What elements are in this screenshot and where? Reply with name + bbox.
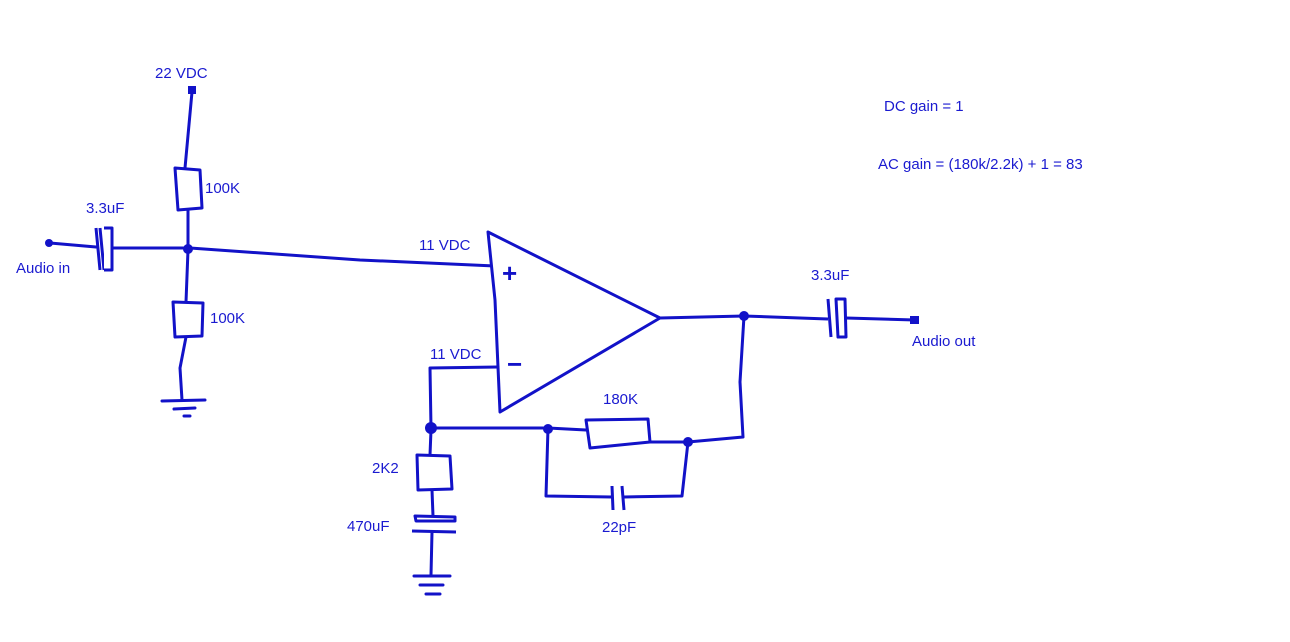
resistor-180k bbox=[584, 417, 652, 450]
noninverting-input-wire bbox=[188, 246, 497, 268]
note-dc-gain: DC gain = 1 bbox=[884, 98, 964, 115]
label-inv-bias: 11 VDC bbox=[430, 346, 482, 363]
minus-sign: − bbox=[507, 349, 522, 379]
resistor-100k-top bbox=[173, 166, 204, 212]
label-c-gain: 470uF bbox=[347, 518, 390, 535]
resistor-100k-bottom bbox=[171, 300, 205, 339]
label-cap-in: 3.3uF bbox=[86, 200, 124, 217]
capacitor-470uf bbox=[411, 514, 457, 534]
label-noninv-bias: 11 VDC bbox=[419, 237, 471, 254]
wire-rbot-to-ground bbox=[178, 335, 188, 402]
label-audio-in: Audio in bbox=[16, 260, 70, 277]
feedback-wire-right bbox=[686, 314, 746, 444]
opamp-triangle bbox=[486, 230, 662, 414]
junction-inverting bbox=[425, 422, 437, 434]
label-22vdc: 22 VDC bbox=[155, 65, 208, 82]
wire-node-to-rbot bbox=[184, 248, 190, 304]
junction-input-node bbox=[183, 244, 193, 254]
plus-sign: + bbox=[502, 258, 517, 288]
feedback-wire-left bbox=[429, 426, 588, 432]
junction-feedback-left bbox=[543, 424, 553, 434]
supply-wire bbox=[183, 90, 194, 170]
label-r-gain: 2K2 bbox=[372, 460, 399, 477]
label-r-top: 100K bbox=[205, 180, 240, 197]
label-r-feedback: 180K bbox=[603, 391, 638, 408]
output-wire bbox=[844, 316, 917, 322]
capacitor-22pf-loop bbox=[544, 426, 690, 499]
wire-cap-to-ground bbox=[429, 530, 434, 577]
input-wire bbox=[48, 241, 98, 249]
output-terminal bbox=[910, 316, 919, 324]
ground-symbol-2 bbox=[412, 574, 452, 596]
note-ac-gain: AC gain = (180k/2.2k) + 1 = 83 bbox=[878, 156, 1083, 173]
capacitor-22pf bbox=[610, 485, 626, 511]
junction-feedback-right bbox=[683, 437, 693, 447]
capacitor-3.3uf-output bbox=[799, 297, 848, 339]
inverting-input-wire bbox=[428, 365, 500, 430]
label-cap-out: 3.3uF bbox=[811, 267, 849, 284]
input-terminal bbox=[45, 239, 53, 247]
ground-symbol-1 bbox=[160, 398, 207, 418]
label-audio-out: Audio out bbox=[912, 333, 976, 350]
junction-output bbox=[739, 311, 749, 321]
capacitor-3.3uf-input-plate bbox=[104, 226, 114, 272]
wire-to-2k2 bbox=[428, 428, 433, 457]
label-c-feedback: 22pF bbox=[602, 519, 636, 536]
capacitor-3.3uf-input bbox=[94, 227, 106, 271]
resistor-2k2 bbox=[415, 453, 454, 492]
supply-terminal bbox=[188, 86, 196, 94]
wire-2k2-to-cap bbox=[430, 488, 435, 518]
label-r-bottom: 100K bbox=[210, 310, 245, 327]
opamp-output-wire bbox=[658, 314, 802, 320]
